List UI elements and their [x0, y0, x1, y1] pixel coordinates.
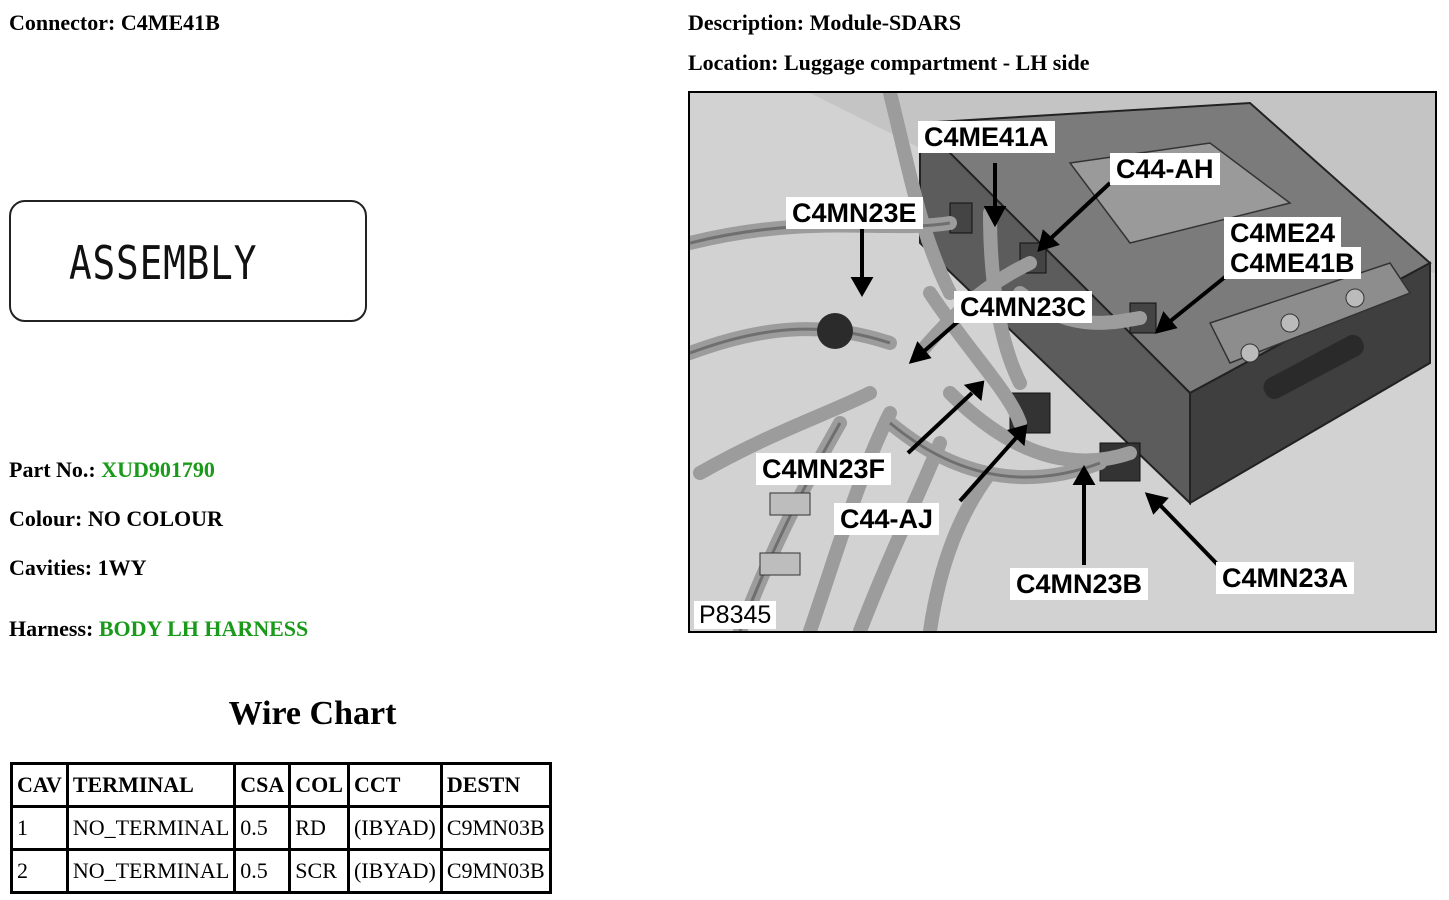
colour-label: Colour:: [9, 506, 83, 531]
harness-label: Harness:: [9, 616, 94, 641]
cell-destn: C9MN03B: [439, 848, 552, 894]
photo-illustration: [690, 93, 1435, 631]
table-row: 2 NO_TERMINAL 0.5 SCR (IBYAD) C9MN03B: [10, 848, 552, 894]
cavities-label: Cavities:: [9, 555, 93, 580]
cell-cct: (IBYAD): [346, 805, 443, 851]
cell-cav: 1: [10, 805, 69, 851]
callout-c4me24: C4ME24: [1224, 217, 1342, 249]
header-destn: DESTN: [439, 762, 552, 808]
cavities-field: Cavities: 1WY: [9, 555, 146, 581]
part-no-field: Part No.: XUD901790: [9, 457, 215, 483]
connector-field: Connector: C4ME41B: [9, 10, 220, 36]
header-col: COL: [288, 762, 350, 808]
harness-field: Harness: BODY LH HARNESS: [9, 616, 308, 642]
header-csa: CSA: [233, 762, 292, 808]
cell-destn: C9MN03B: [439, 805, 552, 851]
connector-location-photo: C4ME41A C44-AH C4MN23E C4ME24 C4ME41B C4…: [688, 91, 1437, 633]
connector-value: C4ME41B: [120, 10, 220, 35]
cell-terminal: NO_TERMINAL: [65, 848, 237, 894]
harness-link[interactable]: BODY LH HARNESS: [98, 616, 309, 641]
cell-cct: (IBYAD): [346, 848, 443, 894]
assembly-stamp: ASSEMBLY: [9, 200, 367, 322]
cell-csa: 0.5: [233, 805, 292, 851]
colour-value: NO COLOUR: [87, 506, 223, 531]
description-field: Description: Module-SDARS: [688, 10, 961, 36]
location-label: Location:: [688, 50, 779, 75]
callout-c4mn23b: C4MN23B: [1010, 568, 1149, 600]
part-no-label: Part No.:: [9, 457, 96, 482]
callout-c4mn23c: C4MN23C: [954, 291, 1093, 323]
connector-label: Connector:: [9, 10, 116, 35]
table-row: 1 NO_TERMINAL 0.5 RD (IBYAD) C9MN03B: [10, 805, 552, 851]
header-cct: CCT: [346, 762, 443, 808]
callout-c44-aj: C44-AJ: [834, 503, 940, 535]
description-value: Module-SDARS: [809, 10, 962, 35]
header-cav: CAV: [10, 762, 69, 808]
header-terminal: TERMINAL: [65, 762, 237, 808]
wire-chart-header-row: CAV TERMINAL CSA COL CCT DESTN: [10, 762, 552, 808]
cavities-value: 1WY: [97, 555, 147, 580]
callout-c4mn23f: C4MN23F: [756, 453, 892, 485]
part-no-link[interactable]: XUD901790: [101, 457, 215, 482]
cell-cav: 2: [10, 848, 69, 894]
photo-reference: P8345: [694, 601, 777, 629]
wire-chart-table: CAV TERMINAL CSA COL CCT DESTN 1 NO_TERM…: [10, 762, 552, 894]
callout-c44-ah: C44-AH: [1110, 153, 1220, 185]
cell-col: RD: [288, 805, 350, 851]
callout-c4me41b: C4ME41B: [1224, 247, 1361, 279]
wire-chart-title: Wire Chart: [228, 695, 397, 732]
callout-c4mn23e: C4MN23E: [786, 197, 923, 229]
assembly-stamp-text: ASSEMBLY: [69, 236, 258, 290]
cell-terminal: NO_TERMINAL: [65, 805, 237, 851]
callout-c4mn23a: C4MN23A: [1216, 562, 1355, 594]
description-label: Description:: [688, 10, 805, 35]
location-field: Location: Luggage compartment - LH side: [688, 50, 1089, 76]
location-value: Luggage compartment - LH side: [783, 50, 1090, 75]
cell-col: SCR: [288, 848, 350, 894]
callout-c4me41a: C4ME41A: [918, 121, 1055, 153]
colour-field: Colour: NO COLOUR: [9, 506, 223, 532]
cell-csa: 0.5: [233, 848, 292, 894]
